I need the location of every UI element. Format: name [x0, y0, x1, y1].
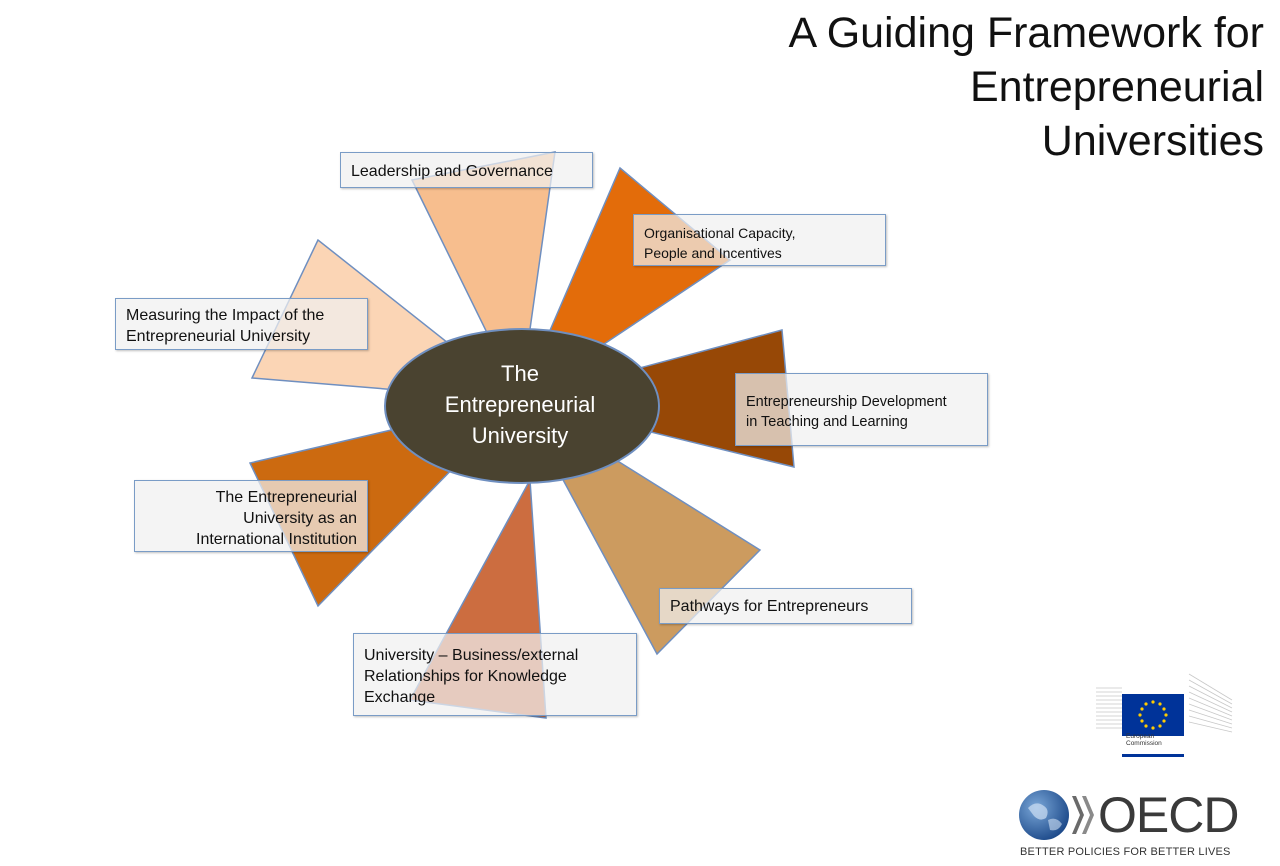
label-knowledge-line-3: Exchange: [364, 689, 436, 706]
label-leadership-text: Leadership and Governance: [351, 163, 553, 180]
label-pathways: Pathways for Entrepreneurs: [659, 588, 912, 624]
center-line-2: Entrepreneurial: [444, 392, 596, 417]
european-commission-logo: [1096, 673, 1233, 757]
center-label: The Entrepreneurial University: [400, 358, 640, 451]
label-measuring-impact: Measuring the Impact of the Entrepreneur…: [115, 298, 368, 350]
ec-caption-line-1: European: [1126, 733, 1155, 740]
label-organisational-line-1: Organisational Capacity,: [644, 225, 796, 241]
label-international-line-3: International Institution: [196, 531, 357, 548]
label-international: The Entrepreneurial University as an Int…: [134, 480, 368, 552]
ec-caption: European Commission: [1126, 733, 1162, 747]
label-knowledge-exchange: University – Business/external Relations…: [353, 633, 637, 716]
title-line-2: Entrepreneurial: [969, 63, 1264, 111]
center-ellipse: [384, 328, 660, 484]
label-organisational-capacity: Organisational Capacity, People and Ince…: [633, 214, 886, 266]
label-international-line-2: University as an: [243, 510, 357, 527]
title-line-1: A Guiding Framework for: [788, 9, 1264, 57]
oecd-wordmark: OECD: [1098, 787, 1239, 843]
label-international-line-1: The Entrepreneurial: [215, 489, 357, 506]
center-line-3: University: [471, 423, 569, 448]
label-knowledge-line-2: Relationships for Knowledge: [364, 668, 567, 685]
title-line-3: Universities: [1041, 117, 1264, 165]
label-measuring-line-1: Measuring the Impact of the: [126, 307, 325, 324]
label-measuring-line-2: Entrepreneurial University: [126, 328, 311, 345]
label-knowledge-line-1: University – Business/external: [364, 647, 579, 664]
label-teaching-line-2: in Teaching and Learning: [746, 414, 908, 430]
page-title: A Guiding Framework for Entrepreneurial …: [744, 6, 1264, 168]
label-teaching-line-1: Entrepreneurship Development: [746, 394, 947, 410]
label-teaching-learning: Entrepreneurship Development in Teaching…: [735, 373, 988, 446]
center-line-1: The: [501, 361, 539, 386]
ec-caption-line-2: Commission: [1126, 740, 1162, 747]
label-leadership: Leadership and Governance: [340, 152, 593, 188]
label-organisational-line-2: People and Incentives: [644, 245, 782, 261]
label-pathways-text: Pathways for Entrepreneurs: [670, 598, 869, 615]
oecd-globe-logo: [1019, 790, 1094, 840]
oecd-tagline: BETTER POLICIES FOR BETTER LIVES: [1020, 846, 1231, 858]
